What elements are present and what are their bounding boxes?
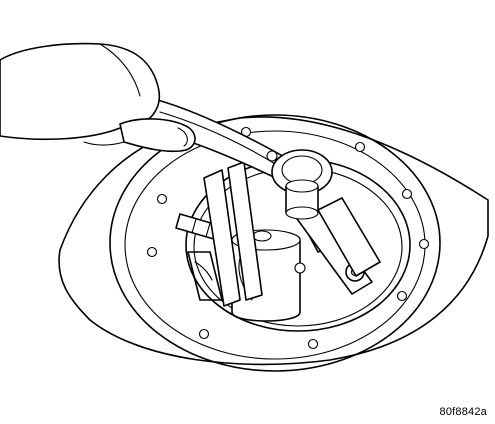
ring-bolt xyxy=(396,290,408,302)
ring-bolt xyxy=(401,188,413,200)
float-arm-detail xyxy=(194,261,213,281)
fuel-line-rib xyxy=(205,222,211,238)
finger-crease xyxy=(99,43,141,97)
fuel-line-rib xyxy=(191,218,197,234)
ring-bolt xyxy=(418,238,430,250)
pump-nipple xyxy=(252,230,272,242)
ring-bolt xyxy=(146,246,158,258)
ring-bolt xyxy=(354,141,366,153)
ring-bolt xyxy=(307,338,319,350)
forearm xyxy=(0,42,161,141)
clamp-plate xyxy=(317,197,381,277)
thumb-nail xyxy=(177,127,188,147)
figure-reference-code: 80f8842a xyxy=(439,406,487,418)
technician-hand xyxy=(0,42,196,153)
ratchet-release-button xyxy=(266,150,278,162)
access-opening-outer-ring xyxy=(109,114,441,372)
pump-module-internals xyxy=(175,161,381,322)
float-arm-bracket xyxy=(187,251,223,301)
retaining-strap xyxy=(227,161,263,301)
connector-stud xyxy=(294,262,306,274)
ring-bolts xyxy=(146,126,430,350)
retaining-strap xyxy=(203,169,241,307)
thumb xyxy=(119,118,196,153)
ring-bolt xyxy=(198,328,210,340)
ratchet-socket-top xyxy=(285,179,319,193)
ratchet-socket-bottom xyxy=(285,206,319,220)
ring-bolt xyxy=(156,193,168,205)
knuckle-crease xyxy=(83,141,125,146)
